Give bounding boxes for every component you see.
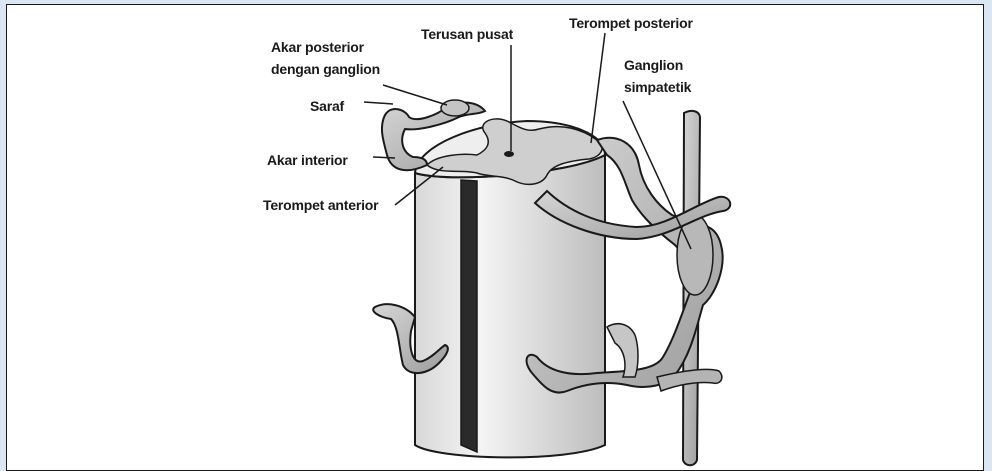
- label-terusan-pusat: Terusan pusat: [421, 25, 513, 43]
- diagram-panel: Akar posterior dengan ganglion Terusan p…: [6, 4, 984, 471]
- label-akar-posterior-line2: dengan ganglion: [271, 60, 380, 78]
- spinal-cord-illustration: [7, 5, 984, 471]
- central-canal: [504, 151, 514, 157]
- anterior-median-fissure: [461, 180, 477, 452]
- left-dorsal-ganglion: [441, 100, 469, 116]
- label-ganglion-line1: Ganglion: [624, 56, 683, 74]
- label-saraf: Saraf: [310, 97, 344, 115]
- label-terompet-anterior: Terompet anterior: [263, 196, 378, 214]
- label-terompet-posterior: Terompet posterior: [569, 14, 693, 32]
- label-akar-interior: Akar interior: [267, 151, 348, 169]
- spinal-cord-body: [415, 155, 605, 457]
- label-akar-posterior-line1: Akar posterior: [271, 38, 364, 56]
- right-lower-branch: [607, 324, 638, 377]
- label-ganglion-line2: simpatetik: [624, 78, 691, 96]
